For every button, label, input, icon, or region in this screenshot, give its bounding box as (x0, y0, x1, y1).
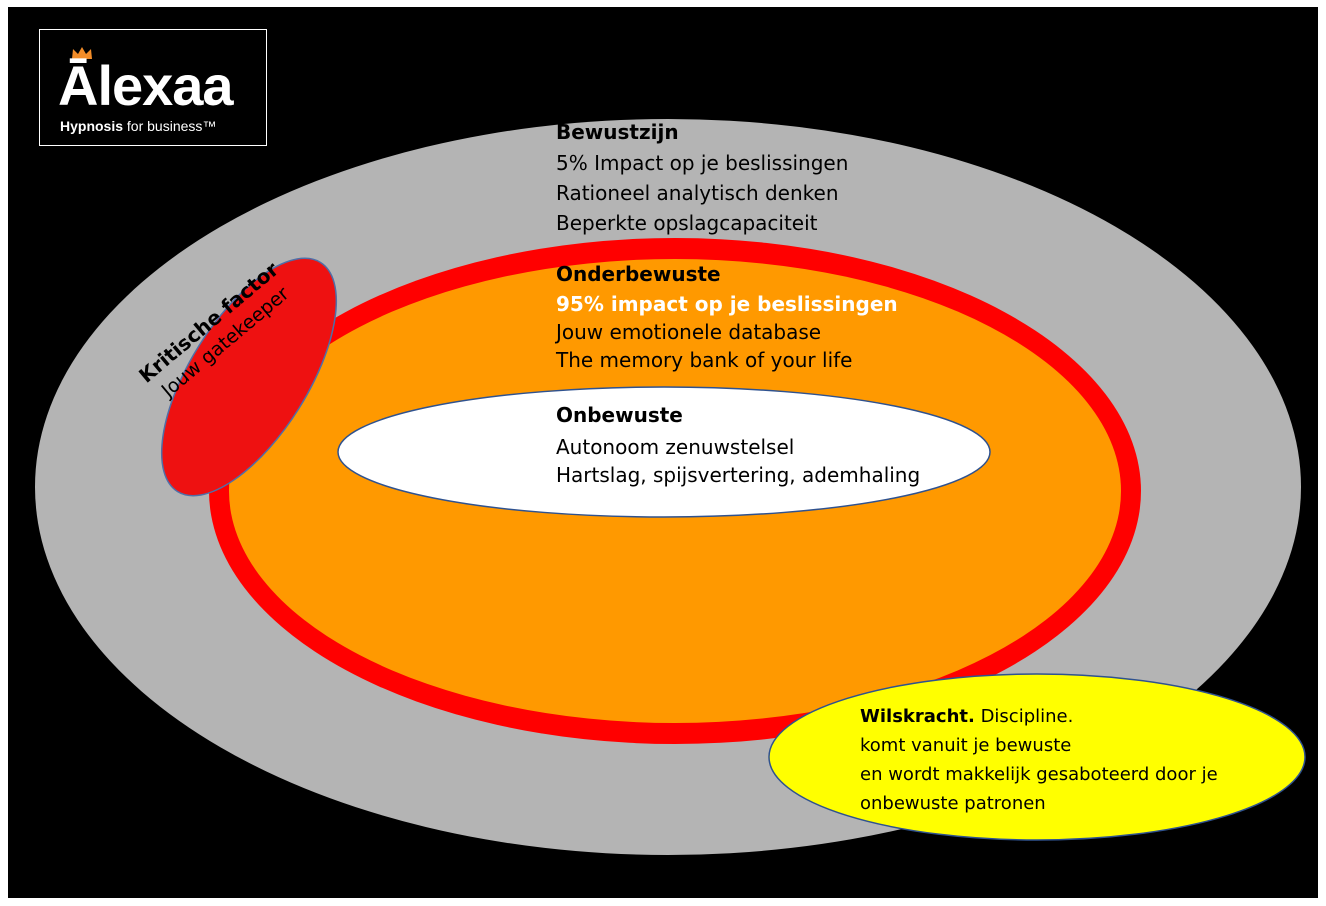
logo-tagline-rest: for business™ (123, 118, 217, 134)
wilskracht-line: onbewuste patronen (860, 793, 1046, 814)
onbewuste-line: Hartslag, spijsvertering, ademhaling (556, 463, 921, 487)
logo-tagline: Hypnosis for business™ (60, 118, 216, 134)
wilskracht-line: en wordt makkelijk gesaboteerd door je (860, 764, 1218, 785)
diagram-shapes (35, 119, 1306, 855)
wilskracht-line: komt vanuit je bewuste (860, 735, 1072, 756)
onderbewuste-line: The memory bank of your life (556, 348, 853, 372)
wilskracht-text: Wilskracht. Discipline. komt vanuit je b… (860, 702, 1218, 818)
logo-tagline-bold: Hypnosis (60, 118, 124, 134)
diagram-canvas: Ālexaa Hypnosis for business™ Bewustzijn… (8, 7, 1318, 898)
wilskracht-heading-line: Wilskracht. Discipline. (860, 702, 1218, 731)
bewustzijn-title: Bewustzijn (556, 120, 679, 144)
onderbewuste-line: Jouw emotionele database (556, 320, 822, 344)
onbewuste-ellipse (337, 386, 991, 518)
onderbewuste-highlight: 95% impact op je beslissingen (556, 292, 898, 316)
onderbewuste-title: Onderbewuste (556, 262, 721, 286)
wilskracht-title-rest: Discipline. (974, 706, 1074, 727)
wilskracht-ellipse (768, 673, 1306, 841)
bewustzijn-line: Rationeel analytisch denken (556, 181, 839, 205)
bewustzijn-line: 5% Impact op je beslissingen (556, 151, 849, 175)
onbewuste-line: Autonoom zenuwstelsel (556, 435, 795, 459)
wilskracht-title: Wilskracht. (860, 706, 975, 727)
alexaa-logo: Ālexaa Hypnosis for business™ (39, 29, 267, 146)
onbewuste-title: Onbewuste (556, 403, 683, 427)
kritische-factor-ellipse (160, 257, 338, 497)
crown-icon (72, 47, 92, 59)
logo-name: Ālexaa (58, 54, 234, 117)
bewustzijn-line: Beperkte opslagcapaciteit (556, 211, 818, 235)
